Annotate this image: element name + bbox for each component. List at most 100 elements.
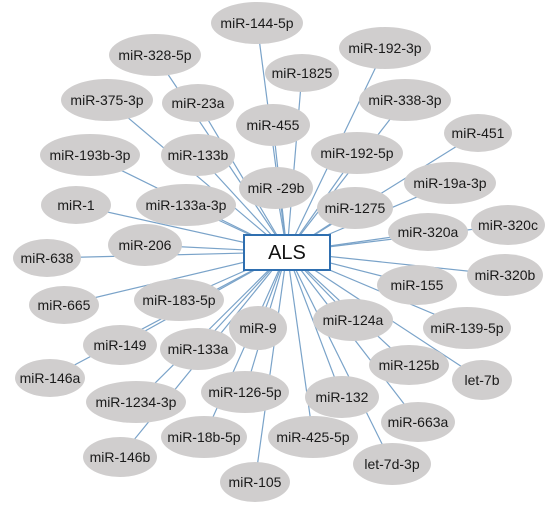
node-mir-320a: miR-320a [388, 213, 468, 251]
node-ellipse-mir-9 [229, 306, 287, 350]
node-ellipse-mir-133b [161, 134, 235, 176]
node-label-mir-663a: miR-663a [388, 414, 449, 430]
node-label-mir-9: miR-9 [239, 320, 277, 336]
node-ellipse-mir-320c [471, 205, 545, 245]
node-label-mir-183-5p: miR-183-5p [142, 292, 215, 308]
node-mir-133a: miR-133a [160, 328, 236, 370]
node-ellipse-mir-320b [467, 254, 543, 296]
node-ellipse-mir-425-5p [268, 416, 358, 458]
node-ellipse-mir-29b [239, 167, 313, 209]
node-ellipse-mir-139-5p [423, 307, 511, 349]
node-mir-19a-3p: miR-19a-3p [404, 162, 496, 204]
node-mir-206: miR-206 [108, 224, 182, 266]
node-ellipse-mir-638 [13, 239, 81, 277]
node-mir-18b-5p: miR-18b-5p [161, 416, 247, 458]
node-ellipse-mir-206 [108, 224, 182, 266]
edge-mir-375-3p [106, 99, 288, 253]
node-ellipse-mir-18b-5p [161, 416, 247, 458]
node-label-mir-338-3p: miR-338-3p [368, 92, 441, 108]
node-ellipse-mir-375-3p [61, 79, 153, 121]
node-label-mir-29b: miR -29b [248, 180, 305, 196]
node-mir-146a: miR-146a [15, 359, 85, 397]
node-label-mir-133a-3p: miR-133a-3p [146, 197, 227, 213]
edge-mir-451 [286, 132, 479, 253]
node-mir-1: miR-1 [41, 186, 111, 224]
node-ellipse-mir-126-5p [201, 371, 289, 413]
node-label-mir-139-5p: miR-139-5p [430, 320, 503, 336]
node-mir-126-5p: miR-126-5p [201, 371, 289, 413]
edge-mir-338-3p [286, 99, 406, 253]
node-label-mir-19a-3p: miR-19a-3p [413, 175, 486, 191]
node-label-mir-375-3p: miR-375-3p [70, 92, 143, 108]
edge-mir-1825 [286, 72, 303, 253]
node-mir-663a: miR-663a [381, 402, 455, 442]
node-ellipse-mir-665 [29, 286, 99, 324]
node-label-mir-455: miR-455 [247, 117, 300, 133]
node-mir-29b: miR -29b [239, 167, 313, 209]
node-label-mir-1: miR-1 [57, 197, 95, 213]
node-ellipse-mir-155 [377, 265, 457, 305]
node-label-mir-320c: miR-320c [478, 217, 538, 233]
node-ellipse-mir-105 [220, 462, 290, 502]
node-label-mir-23a: miR-23a [172, 95, 225, 111]
node-ellipse-mir-1275 [317, 187, 393, 229]
node-mir-193b-3p: miR-193b-3p [40, 134, 140, 176]
node-ellipse-mir-192-3p [339, 27, 431, 69]
node-mir-139-5p: miR-139-5p [423, 307, 511, 349]
node-ellipse-mir-144-5p [211, 2, 303, 44]
node-ellipse-mir-1234-3p [86, 381, 186, 423]
node-mir-192-5p: miR-192-5p [311, 132, 403, 174]
node-label-mir-425-5p: miR-425-5p [276, 429, 349, 445]
node-ellipse-mir-149 [83, 325, 157, 365]
node-mir-328-5p: miR-328-5p [109, 34, 201, 76]
edge-mir-23a [197, 102, 288, 253]
node-label-mir-124a: miR-124a [323, 312, 384, 328]
node-mir-375-3p: miR-375-3p [61, 79, 153, 121]
node-mir-155: miR-155 [377, 265, 457, 305]
center-box [243, 234, 331, 271]
node-mir-133b: miR-133b [161, 134, 235, 176]
node-mir-451: miR-451 [444, 114, 512, 152]
node-mir-1825: miR-1825 [265, 54, 339, 92]
node-ellipse-mir-23a [162, 84, 234, 122]
node-ellipse-mir-1825 [265, 54, 339, 92]
node-mir-124a: miR-124a [313, 299, 393, 341]
edge-let-7d-3p [286, 251, 393, 465]
node-label-let-7d-3p: let-7d-3p [364, 456, 419, 472]
node-label-mir-133b: miR-133b [168, 147, 229, 163]
node-label-mir-126-5p: miR-126-5p [208, 384, 281, 400]
node-mir-132: miR-132 [305, 376, 379, 418]
node-label-mir-132: miR-132 [316, 389, 369, 405]
node-ellipse-mir-146a [15, 359, 85, 397]
node-mir-9: miR-9 [229, 306, 287, 350]
node-ellipse-mir-133a-3p [136, 184, 236, 226]
node-ellipse-mir-192-5p [311, 132, 403, 174]
node-label-mir-320a: miR-320a [398, 224, 459, 240]
node-ellipse-mir-125b [369, 345, 449, 385]
node-ellipse-let-7d-3p [353, 443, 431, 485]
node-mir-125b: miR-125b [369, 345, 449, 385]
node-label-mir-1234-3p: miR-1234-3p [96, 394, 177, 410]
node-label-mir-192-5p: miR-192-5p [320, 145, 393, 161]
node-label-mir-328-5p: miR-328-5p [118, 47, 191, 63]
node-label-mir-192-3p: miR-192-3p [348, 40, 421, 56]
node-label-mir-146a: miR-146a [20, 370, 81, 386]
node-ellipse-mir-455 [236, 104, 310, 146]
node-mir-133a-3p: miR-133a-3p [136, 184, 236, 226]
node-label-mir-144-5p: miR-144-5p [220, 15, 293, 31]
node-mir-149: miR-149 [83, 325, 157, 365]
edge-mir-1234-3p [135, 251, 288, 403]
node-label-mir-320b: miR-320b [475, 267, 536, 283]
node-mir-1275: miR-1275 [317, 187, 393, 229]
node-mir-146b: miR-146b [83, 437, 157, 477]
node-ellipse-mir-124a [313, 299, 393, 341]
node-ellipse-mir-193b-3p [40, 134, 140, 176]
node-ellipse-mir-320a [388, 213, 468, 251]
node-mir-192-3p: miR-192-3p [339, 27, 431, 69]
node-label-mir-155: miR-155 [391, 277, 444, 293]
node-label-mir-638: miR-638 [21, 250, 74, 266]
node-let-7b: let-7b [452, 360, 512, 400]
node-ellipse-mir-1 [41, 186, 111, 224]
node-label-mir-206: miR-206 [119, 237, 172, 253]
